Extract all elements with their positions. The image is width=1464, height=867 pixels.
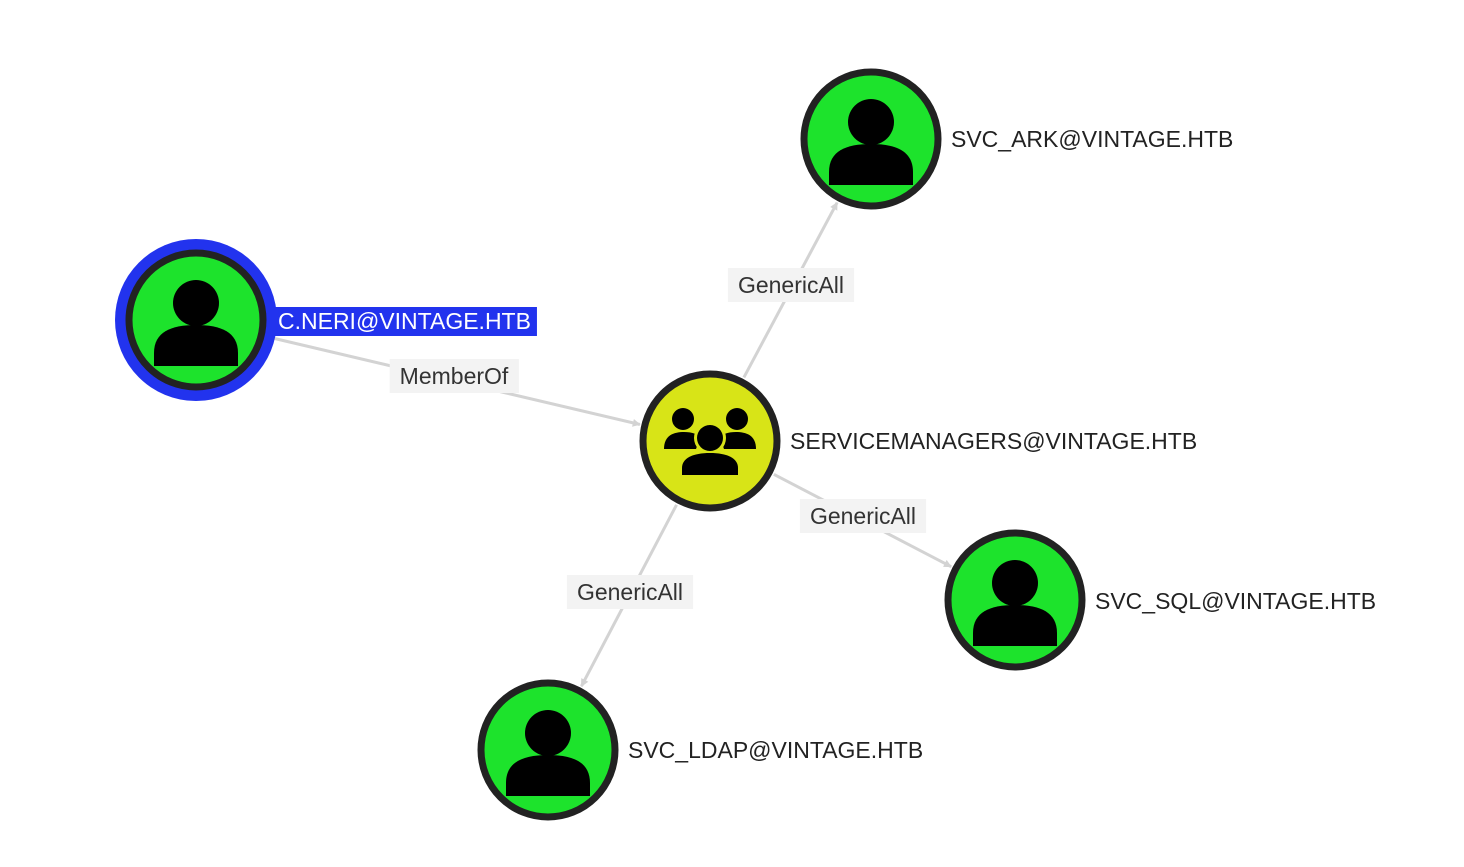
user-icon — [829, 99, 913, 185]
edge-label-background — [566, 575, 694, 609]
edge-label-background — [389, 359, 519, 393]
edge-label-background — [727, 268, 855, 302]
edge-servicemanagers-to-svc_sql[interactable]: GenericAll — [773, 472, 952, 569]
node-svc_ldap[interactable]: SVC_LDAP@VINTAGE.HTB — [477, 679, 923, 821]
node-label[interactable]: C.NERI@VINTAGE.HTB — [278, 308, 531, 334]
node-label[interactable]: SVC_LDAP@VINTAGE.HTB — [628, 737, 923, 763]
user-icon — [973, 560, 1057, 646]
node-label[interactable]: SVC_ARK@VINTAGE.HTB — [951, 126, 1233, 152]
group-icon — [664, 408, 756, 475]
node-servicemanagers[interactable]: SERVICEMANAGERS@VINTAGE.HTB — [639, 370, 1197, 512]
edge-servicemanagers-to-svc_ark[interactable]: GenericAll — [727, 201, 855, 379]
user-icon — [506, 710, 590, 796]
edge-servicemanagers-to-svc_ldap[interactable]: GenericAll — [566, 504, 694, 687]
node-svc_ark[interactable]: SVC_ARK@VINTAGE.HTB — [800, 68, 1233, 210]
edge-label[interactable]: GenericAll — [738, 272, 844, 298]
edge-label-background — [799, 499, 927, 533]
selected-label-background — [275, 307, 537, 336]
node-label[interactable]: SERVICEMANAGERS@VINTAGE.HTB — [790, 428, 1197, 454]
edge-label[interactable]: GenericAll — [810, 503, 916, 529]
node-c_neri[interactable]: C.NERI@VINTAGE.HTB — [115, 239, 537, 401]
edge-c_neri-to-servicemanagers[interactable]: MemberOf — [265, 335, 641, 427]
user-icon — [154, 280, 238, 366]
node-svc_sql[interactable]: SVC_SQL@VINTAGE.HTB — [944, 529, 1376, 671]
edge-label[interactable]: GenericAll — [577, 579, 683, 605]
nodes-layer: C.NERI@VINTAGE.HTB SERVICEMANAGERS@VINTAG… — [115, 68, 1376, 821]
node-label[interactable]: SVC_SQL@VINTAGE.HTB — [1095, 588, 1376, 614]
edge-label[interactable]: MemberOf — [400, 363, 509, 389]
